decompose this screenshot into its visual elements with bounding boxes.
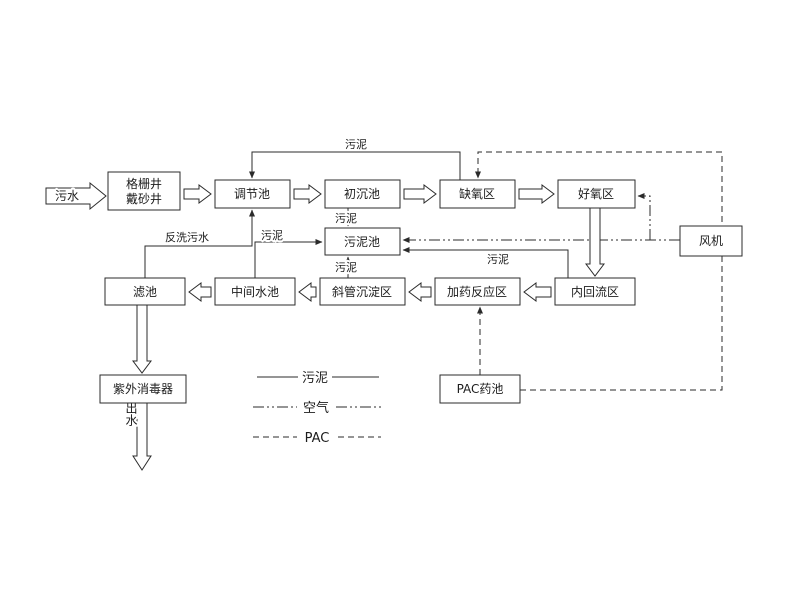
- arrow-reflux-to-dosing: [523, 282, 552, 302]
- box-anoxic-zone-label: 缺氧区: [459, 186, 495, 201]
- legend-air-label: 空气: [303, 400, 329, 416]
- box-dosing-reaction-zone-rect: [434, 277, 521, 306]
- arrow-influent: [45, 181, 107, 211]
- box-sludge-tank-label: 污泥池: [344, 235, 380, 249]
- box-aerobic-zone-rect: [557, 179, 636, 209]
- effluent-label: 出水: [124, 402, 138, 426]
- label-sludge-return: 污泥: [345, 138, 367, 151]
- line-air-branch: [637, 193, 651, 240]
- arrow-regulating-to-primary: [293, 184, 322, 204]
- arrow-primary-to-anoxic: [403, 184, 437, 204]
- box-inclined-tube-settler: 斜管沉淀区: [319, 277, 406, 306]
- box-dosing-reaction-zone-label: 加药反应区: [447, 284, 507, 299]
- box-dosing-reaction-zone: 加药反应区: [434, 277, 521, 306]
- box-internal-reflux-zone-rect: [554, 277, 636, 306]
- box-filter-tank: 滤池: [104, 277, 186, 306]
- box-aerobic-zone: 好氧区: [557, 179, 636, 209]
- arrow-grit-to-regulating: [183, 184, 212, 204]
- box-regulating-tank-rect: [214, 179, 291, 209]
- box-pac-tank-rect: [439, 374, 521, 404]
- box-blower-label: 风机: [699, 234, 723, 248]
- box-sludge-tank: 污泥池: [324, 227, 401, 256]
- box-grit-well-label-1: 格栅井: [126, 176, 162, 191]
- box-internal-reflux-zone-label: 内回流区: [571, 285, 619, 299]
- line-sludge-reflux: [402, 247, 569, 278]
- box-blower: 风机: [679, 225, 743, 257]
- box-grit-well: 格栅井 戴砂井: [107, 171, 181, 211]
- arrow-filter-to-uv: [132, 304, 152, 374]
- box-intermediate-tank-rect: [214, 277, 296, 306]
- box-internal-reflux-zone: 内回流区: [554, 277, 636, 306]
- legend-sludge-label: 污泥: [302, 371, 328, 386]
- line-sludge-intermediate: [254, 239, 323, 278]
- box-sludge-tank-rect: [324, 227, 401, 256]
- box-aerobic-zone-label: 好氧区: [578, 187, 614, 201]
- arrow-dosing-to-inclined: [408, 282, 432, 302]
- label-backwash: 反洗污水: [165, 231, 209, 244]
- box-regulating-tank-label: 调节池: [234, 187, 270, 201]
- arrow-inclined-to-intermediate: [298, 282, 317, 302]
- box-blower-rect: [679, 225, 743, 257]
- box-intermediate-tank: 中间水池: [214, 277, 296, 306]
- line-pac-loop: [475, 151, 723, 391]
- box-filter-tank-label: 滤池: [133, 285, 157, 299]
- legend: 污泥 空气 PAC: [253, 371, 381, 446]
- legend-pac-label: PAC: [305, 431, 330, 446]
- label-sludge-reflux: 污泥: [487, 253, 509, 266]
- box-primary-sedimentation: 初沉池: [324, 179, 401, 209]
- box-uv-disinfector: 紫外消毒器: [99, 374, 187, 404]
- label-sludge-intermediate: 污泥: [261, 229, 283, 242]
- influent-label: 污水: [55, 189, 79, 203]
- box-primary-sedimentation-rect: [324, 179, 401, 209]
- box-grit-well-label-2: 戴砂井: [126, 191, 162, 206]
- box-primary-sedimentation-label: 初沉池: [344, 187, 380, 201]
- box-regulating-tank: 调节池: [214, 179, 291, 209]
- box-pac-tank-label: PAC药池: [457, 382, 504, 396]
- box-intermediate-tank-label: 中间水池: [231, 284, 279, 299]
- arrow-intermediate-to-filter: [188, 282, 212, 302]
- arrow-aerobic-to-reflux: [585, 207, 605, 277]
- box-anoxic-zone-rect: [439, 179, 516, 209]
- label-sludge-settler: 污泥: [335, 261, 357, 274]
- box-filter-tank-rect: [104, 277, 186, 306]
- line-sludge-return: [249, 151, 461, 180]
- box-pac-tank: PAC药池: [439, 374, 521, 404]
- box-grit-well-rect: [107, 171, 181, 211]
- arrow-anoxic-to-aerobic: [518, 184, 555, 204]
- label-sludge-primary: 污泥: [335, 212, 357, 225]
- box-anoxic-zone: 缺氧区: [439, 179, 516, 209]
- box-uv-disinfector-rect: [99, 374, 187, 404]
- box-uv-disinfector-label: 紫外消毒器: [113, 382, 173, 396]
- line-backwash: [144, 209, 255, 278]
- box-inclined-tube-settler-label: 斜管沉淀区: [332, 284, 392, 299]
- arrow-uv-to-effluent: [132, 402, 152, 471]
- box-inclined-tube-settler-rect: [319, 277, 406, 306]
